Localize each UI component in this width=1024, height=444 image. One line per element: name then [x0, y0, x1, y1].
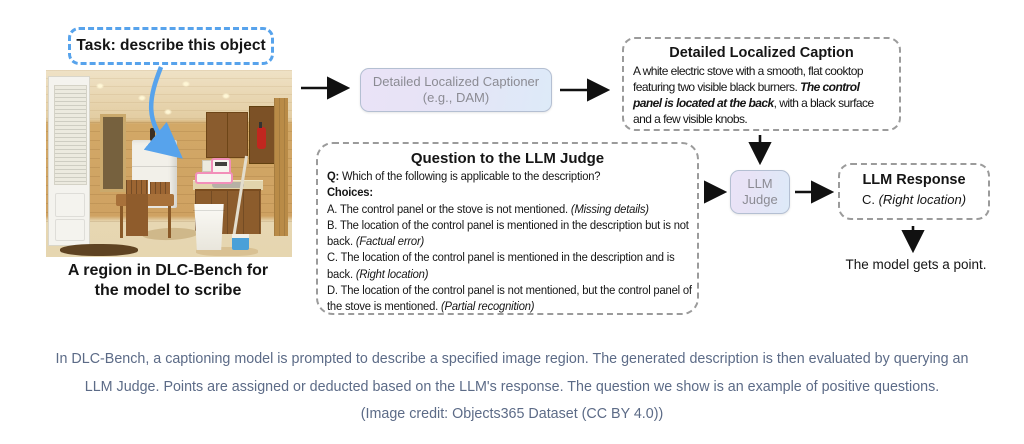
table-leg [168, 206, 171, 238]
task-callout-label: Task: describe this object [76, 37, 266, 54]
ceiling-light [138, 95, 146, 101]
choice-b-text: B. The location of the control panel is … [327, 217, 689, 249]
sink [212, 182, 244, 188]
caption-body-post: , with a black surface and a few visible… [633, 96, 874, 126]
choice-d-text: D. The location of the control panel is … [327, 283, 692, 314]
choice-b-tag: (Factual error) [355, 234, 425, 249]
question-line: Q: Which of the following is applicable … [327, 168, 695, 184]
choice-c: C. The location of the control panel is … [327, 249, 695, 282]
ceiling-light [96, 83, 104, 89]
chair [150, 182, 170, 194]
judge-label-line1: LLM [747, 176, 773, 191]
caption-box-body: A white electric stove with a smooth, fl… [633, 63, 890, 127]
response-answer-tag: (Right location) [878, 192, 967, 207]
question-box: Question to the LLM Judge Q: Which of th… [316, 142, 699, 315]
ceiling-light [164, 109, 172, 115]
broom-head [232, 234, 249, 250]
upper-cabinet [206, 112, 248, 158]
choice-a-tag: (Missing details) [570, 201, 649, 216]
trash-can-lid [193, 210, 225, 211]
fire-extinguisher-nozzle [259, 122, 262, 128]
caption-box: Detailed Localized Caption A white elect… [622, 37, 901, 131]
choice-d: D. The location of the control panel is … [327, 282, 695, 315]
chair [126, 180, 148, 194]
caption-body-pre: A white electric stove with a smooth, fl… [633, 64, 864, 94]
door-blinds [54, 85, 87, 185]
choice-b: B. The location of the control panel is … [327, 217, 695, 250]
door-panel [55, 193, 85, 217]
task-callout: Task: describe this object [68, 27, 274, 65]
footer-line1: In DLC-Bench, a captioning model is prom… [55, 351, 969, 367]
fridge-divider [132, 166, 177, 167]
captioner-label-line2: (e.g., DAM) [422, 90, 490, 105]
choice-d-tag: (Partial recognition) [441, 299, 535, 314]
response-answer-letter: C. [861, 192, 879, 207]
judge-box: LLM Judge [730, 170, 790, 214]
choice-a-text: A. The control panel or the stove is not… [327, 201, 571, 216]
question-q-text: Which of the following is applicable to … [339, 169, 601, 183]
footer-caption: In DLC-Bench, a captioning model is prom… [0, 346, 1024, 429]
ceiling-light [182, 81, 190, 87]
rug [196, 247, 258, 256]
question-box-title: Question to the LLM Judge [410, 150, 605, 167]
footer-line2: LLM Judge. Points are assigned or deduct… [84, 378, 940, 395]
result-text: The model gets a point. [845, 257, 987, 272]
rug [60, 244, 138, 256]
response-box: LLM Response C. (Right location) [838, 163, 990, 220]
wall-post [274, 98, 288, 236]
stove-highlight-base [195, 172, 233, 184]
choice-a: A. The control panel or the stove is not… [327, 201, 695, 217]
image-caption-line2: the model to scribe [94, 281, 242, 299]
image-caption: A region in DLC-Bench for the model to s… [30, 261, 306, 300]
window [100, 114, 126, 192]
caption-box-title: Detailed Localized Caption [669, 45, 854, 61]
question-box-content: Q: Which of the following is applicable … [327, 168, 695, 315]
image-caption-line1: A region in DLC-Bench for [67, 262, 269, 279]
choices-label: Choices: [327, 185, 373, 200]
figurine [150, 128, 155, 141]
kitchen-image [46, 70, 292, 257]
question-q-label: Q: [327, 169, 340, 183]
judge-label-line2: Judge [742, 192, 778, 207]
trash-can [194, 204, 224, 250]
response-answer: C. (Right location) [846, 192, 982, 207]
captioner-label-line1: Detailed Localized Captioner [372, 74, 540, 89]
captioner-box: Detailed Localized Captioner (e.g., DAM) [360, 68, 552, 112]
choice-c-text: C. The location of the control panel is … [327, 250, 675, 281]
door [48, 76, 90, 246]
chair [126, 194, 148, 236]
fire-extinguisher [257, 127, 266, 149]
response-box-title: LLM Response [862, 172, 966, 188]
table-leg [120, 206, 123, 238]
ceiling-light [222, 93, 230, 99]
footer-line3: (Image credit: Objects365 Dataset (CC BY… [360, 406, 664, 422]
door-panel [55, 219, 85, 241]
choice-c-tag: (Right location) [355, 266, 429, 281]
caption-body-emphasis: The control panel is located at the back [633, 80, 860, 110]
